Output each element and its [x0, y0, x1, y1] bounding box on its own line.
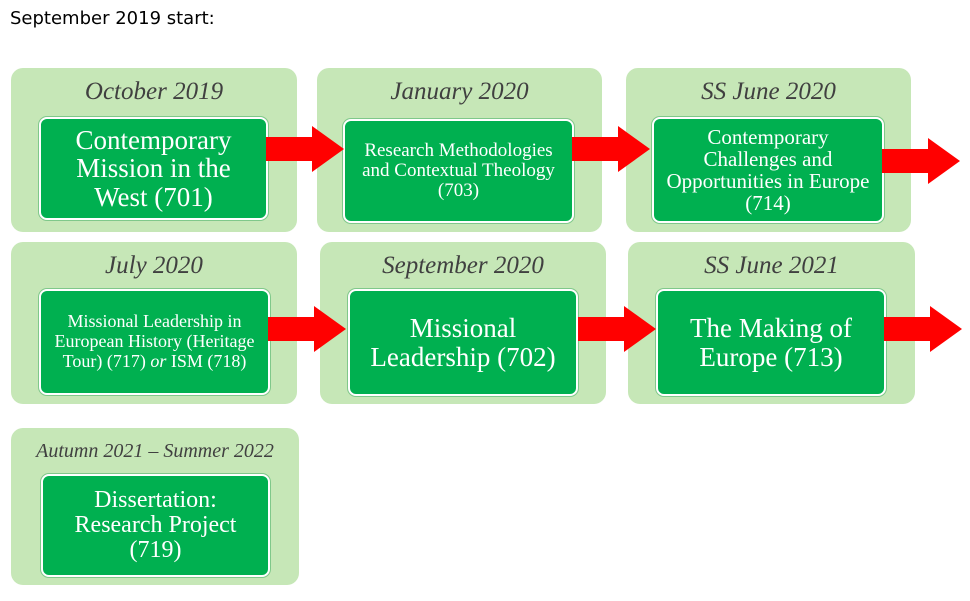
module-box-713: The Making of Europe (713) [656, 289, 886, 396]
module-title: Missional Leadership in European History… [47, 311, 262, 371]
period-label: SS June 2021 [704, 252, 839, 279]
module-panel-ss-june-2020: SS June 2020 Contemporary Challenges and… [626, 68, 911, 232]
module-title: Dissertation: Research Project (719) [74, 486, 237, 564]
module-panel-september-2020: September 2020 Missional Leadership (702… [320, 242, 606, 404]
module-title: Missional Leadership (702) [370, 313, 556, 372]
module-title: Contemporary Challenges and Opportunitie… [666, 124, 870, 216]
module-box-717-718: Missional Leadership in European History… [39, 289, 270, 395]
page-heading: September 2019 start: [10, 8, 215, 29]
period-label: September 2020 [382, 252, 544, 279]
module-box-714: Contemporary Challenges and Opportunitie… [652, 117, 884, 223]
right-arrow-icon [884, 306, 962, 352]
module-title-tail: ISM (718) [170, 350, 247, 371]
right-arrow-icon [266, 126, 344, 172]
period-label: October 2019 [84, 78, 224, 105]
module-title: Contemporary Mission in the West (701) [75, 124, 232, 212]
module-panel-january-2020: January 2020 Research Methodologies and … [317, 68, 602, 232]
right-arrow-icon [572, 126, 650, 172]
module-title: The Making of Europe (713) [690, 313, 852, 372]
module-panel-july-2020: July 2020 Missional Leadership in Europe… [11, 242, 297, 404]
module-panel-ss-june-2021: SS June 2021 The Making of Europe (713) [628, 242, 915, 404]
period-label: July 2020 [105, 252, 203, 279]
period-label: SS June 2020 [701, 78, 836, 105]
module-panel-dissertation: Autumn 2021 – Summer 2022 Dissertation: … [11, 428, 299, 585]
module-box-703: Research Methodologies and Contextual Th… [343, 119, 574, 223]
right-arrow-icon [578, 306, 656, 352]
right-arrow-icon [882, 138, 960, 184]
module-title-or: or [150, 350, 167, 371]
module-panel-october-2019: October 2019 Contemporary Mission in the… [11, 68, 297, 232]
module-title: Research Methodologies and Contextual Th… [362, 140, 555, 201]
period-label: January 2020 [390, 78, 529, 105]
module-box-702: Missional Leadership (702) [348, 289, 578, 396]
right-arrow-icon [268, 306, 346, 352]
module-title-main: Missional Leadership in European History… [54, 311, 255, 371]
module-box-701: Contemporary Mission in the West (701) [39, 117, 268, 220]
module-box-719: Dissertation: Research Project (719) [41, 474, 270, 577]
period-label: Autumn 2021 – Summer 2022 [36, 440, 274, 462]
